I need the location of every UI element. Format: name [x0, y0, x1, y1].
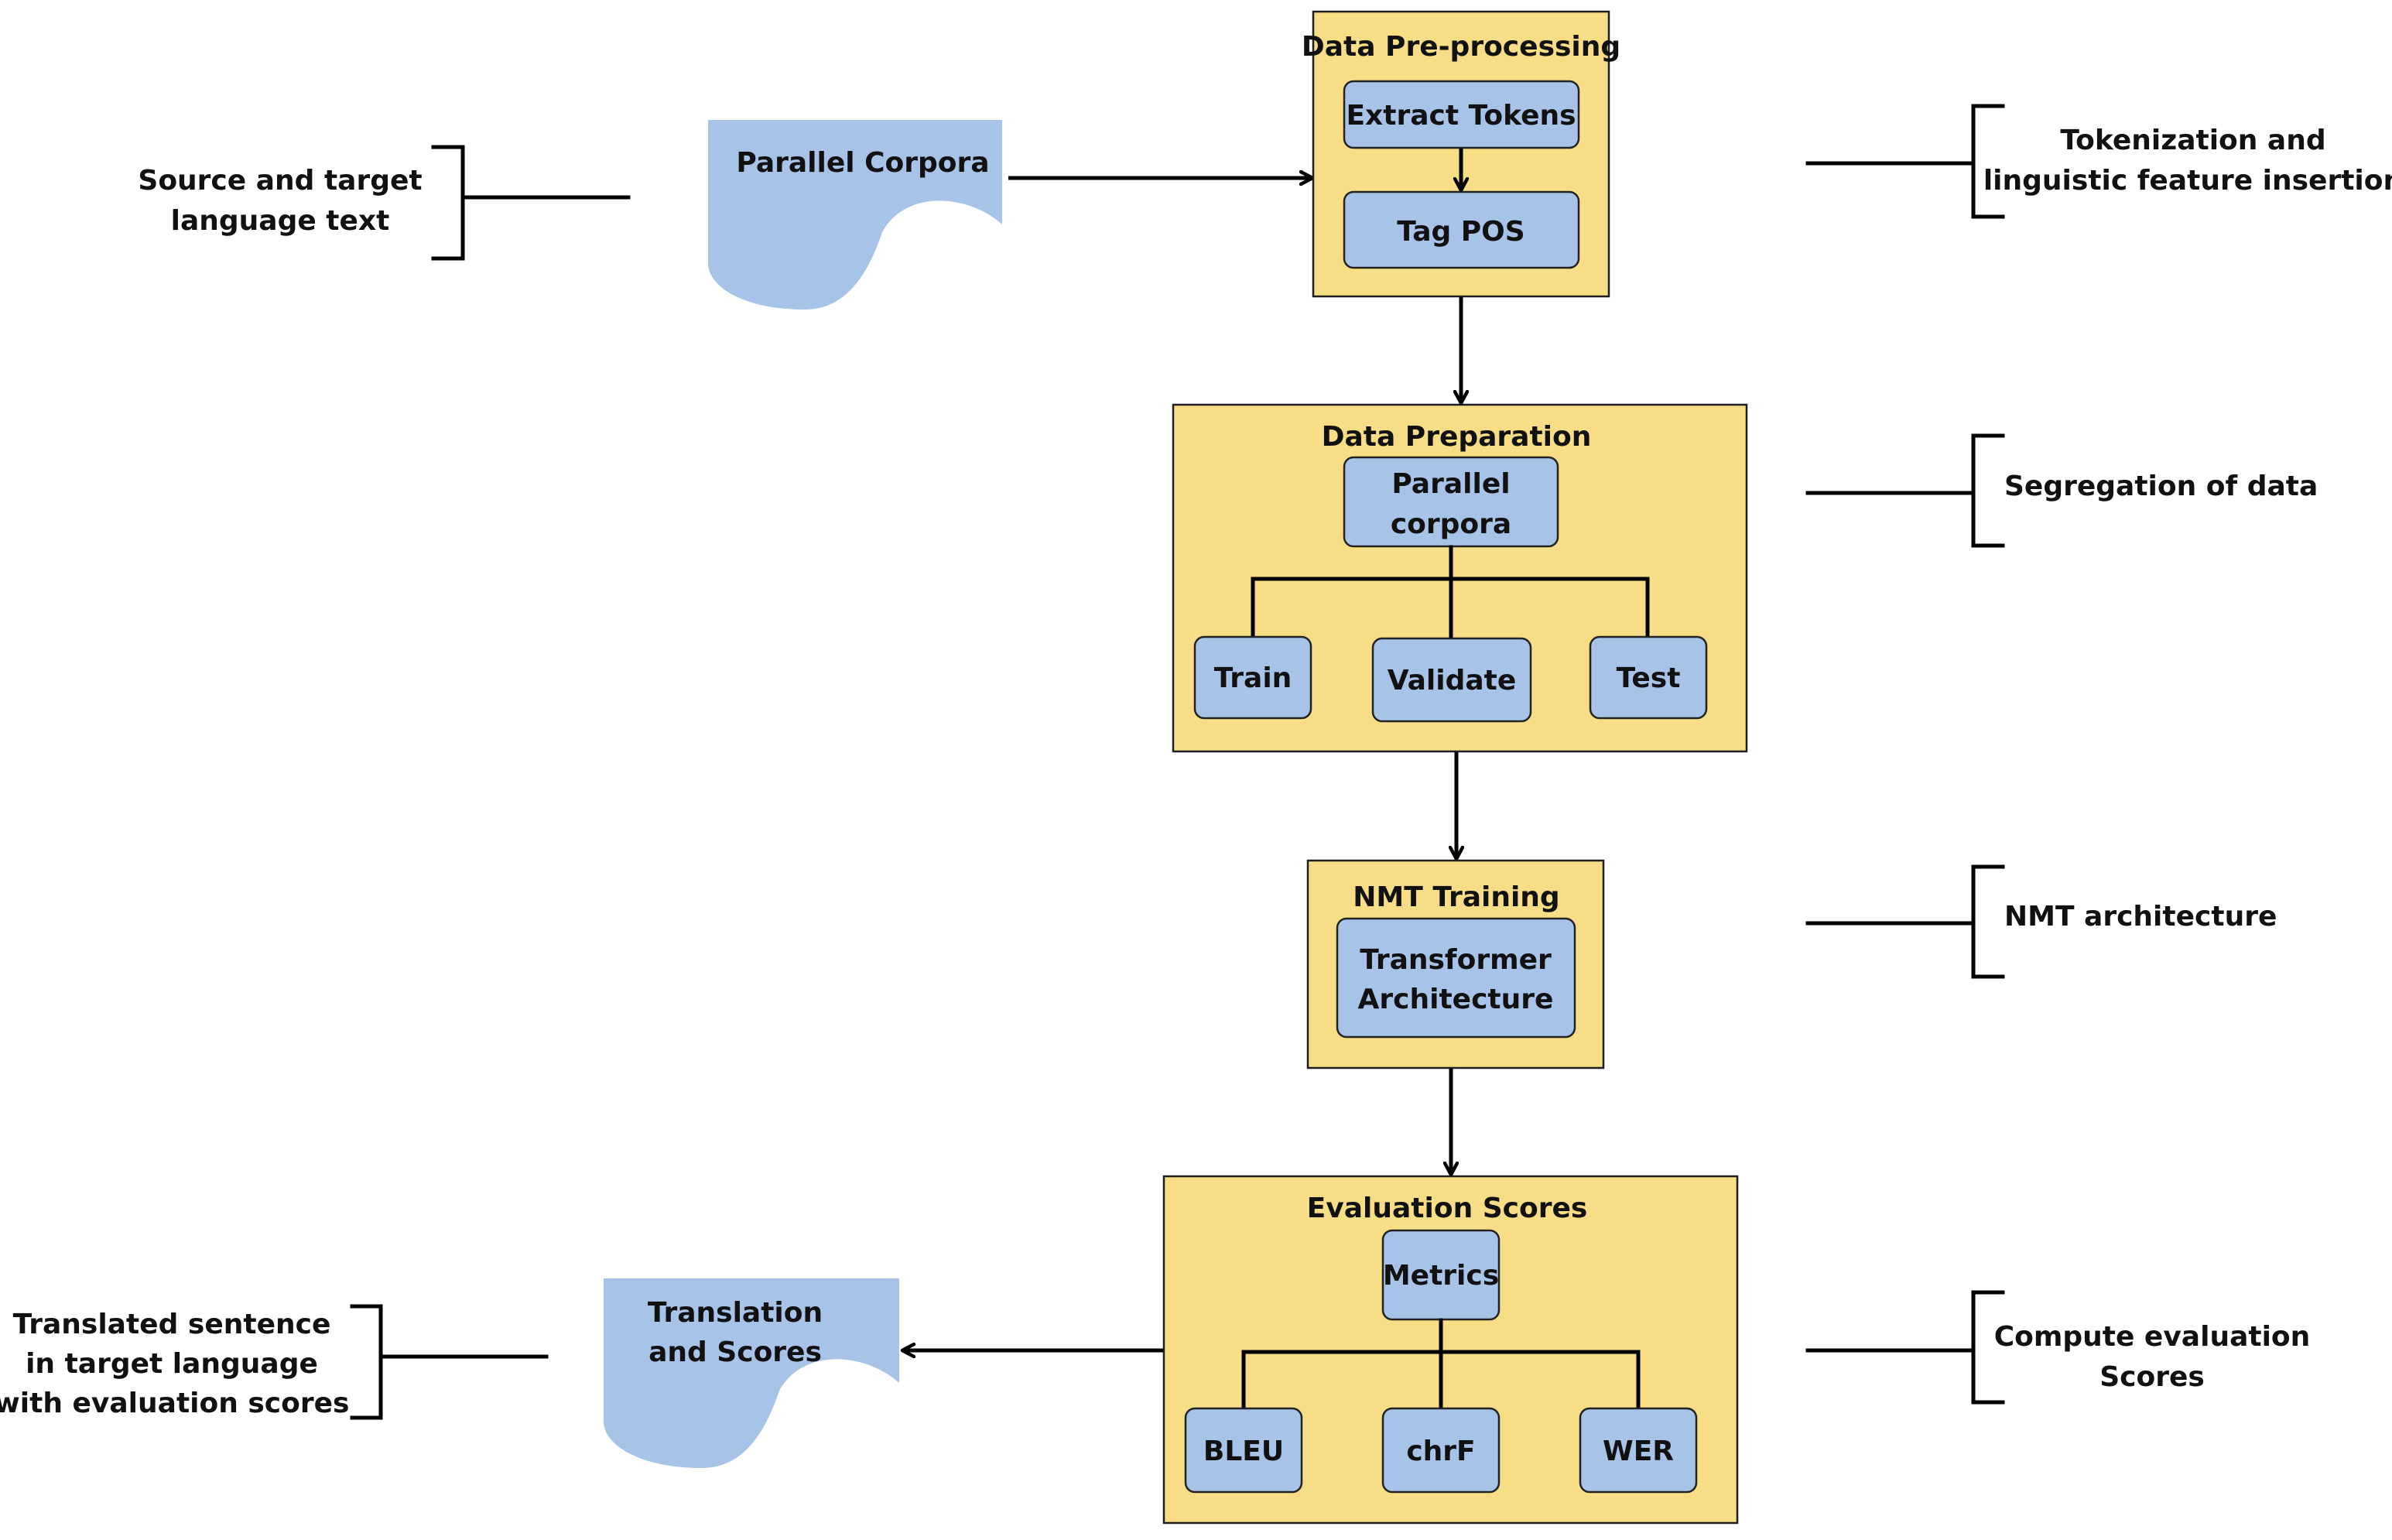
preparation-annotation: Segregation of data: [1805, 433, 2318, 548]
evaluation-tree-connector: [1241, 1318, 1641, 1411]
source-annotation-line-2: language text: [171, 205, 390, 237]
translation-doc-line-1: Translation: [648, 1297, 823, 1329]
stage-evaluation-scores: Evaluation Scores Metrics BLEU chrF WER: [1162, 1175, 1739, 1525]
translated-annotation-line-1: Translated sentence: [13, 1309, 331, 1340]
preparation-annotation-line-1: Segregation of data: [2004, 471, 2318, 502]
transformer-label-line-2: Architecture: [1358, 984, 1554, 1015]
stage-data-preparation: Data Preparation Parallel corpora Train …: [1172, 403, 1748, 753]
evaluation-annotation-line-2: Scores: [2099, 1361, 2205, 1393]
training-stage-title: NMT Training: [1353, 881, 1559, 913]
translation-scores-document: Translation and Scores: [604, 1278, 899, 1468]
parallel-corpora-label: Parallel Corpora: [736, 147, 989, 179]
preprocessing-stage-title: Data Pre-processing: [1302, 31, 1620, 63]
validate-node: [1371, 637, 1532, 723]
training-bracket: [1971, 864, 2005, 979]
translated-annotation-line-3: with evaluation scores: [0, 1388, 349, 1419]
preparation-tree-connector: [1251, 545, 1650, 641]
chrf-label: chrF: [1406, 1436, 1475, 1467]
training-annotation-line-1: NMT architecture: [2004, 901, 2277, 933]
chrf-node: [1381, 1407, 1501, 1494]
evaluation-annotation: Compute evaluation Scores: [1805, 1290, 2311, 1405]
parallel-corpora-doc-shape: [708, 120, 1002, 310]
test-node: [1589, 635, 1708, 720]
parallel-corpora-document: Parallel Corpora: [708, 120, 1002, 310]
transformer-label-line-1: Transformer: [1360, 944, 1552, 976]
preprocessing-annotation-line-2: linguistic feature insertion: [1983, 165, 2392, 197]
translated-bracket: [350, 1304, 383, 1420]
extract-tokens-label: Extract Tokens: [1346, 100, 1576, 132]
translation-doc-line-2: and Scores: [648, 1336, 822, 1368]
evaluation-bracket: [1971, 1290, 2005, 1405]
translated-annotation: Translated sentence in target language w…: [0, 1304, 549, 1420]
tag-pos-label: Tag POS: [1397, 216, 1525, 248]
parallel-corpora-node-line-2: corpora: [1391, 508, 1511, 540]
parallel-corpora-node-line-1: Parallel: [1391, 468, 1510, 500]
translation-doc-shape: [604, 1278, 899, 1468]
preprocessing-annotation: Tokenization and linguistic feature inse…: [1805, 104, 2392, 219]
preprocessing-annotation-line-1: Tokenization and: [2060, 125, 2325, 156]
stage-data-preprocessing: Data Pre-processing Extract Tokens Tag P…: [1302, 10, 1620, 298]
train-node: [1193, 635, 1312, 720]
metrics-label: Metrics: [1383, 1260, 1499, 1292]
bleu-label: BLEU: [1203, 1436, 1284, 1467]
bleu-node: [1184, 1407, 1303, 1494]
translated-annotation-line-2: in target language: [26, 1348, 318, 1380]
wer-node: [1579, 1407, 1698, 1494]
test-label: Test: [1617, 662, 1681, 694]
source-annotation: Source and target language text: [138, 145, 631, 261]
training-annotation: NMT architecture: [1805, 864, 2277, 979]
preprocessing-bracket: [1971, 104, 2005, 219]
wer-label: WER: [1603, 1436, 1674, 1467]
preparation-stage-title: Data Preparation: [1322, 421, 1592, 453]
tag-pos-node: [1343, 190, 1580, 269]
evaluation-annotation-line-1: Compute evaluation: [1994, 1321, 2311, 1353]
train-label: Train: [1214, 662, 1292, 694]
preparation-bracket: [1971, 433, 2005, 548]
source-bracket: [431, 145, 465, 261]
transformer-architecture-node: [1336, 917, 1576, 1039]
validate-label: Validate: [1388, 665, 1517, 696]
evaluation-stage-title: Evaluation Scores: [1307, 1193, 1588, 1224]
source-annotation-line-1: Source and target: [138, 165, 422, 197]
stage-nmt-training: NMT Training Transformer Architecture: [1306, 859, 1605, 1069]
extract-tokens-node: [1343, 80, 1580, 149]
